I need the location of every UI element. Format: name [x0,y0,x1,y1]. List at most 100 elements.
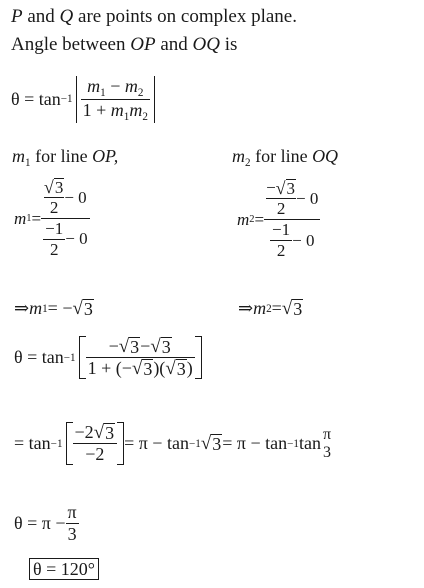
label-m1-m: m [12,146,25,166]
theta2-lhs: θ = tan [14,347,64,367]
theta2-den-a: 1 + (− [87,358,132,378]
theta2-bar [85,357,195,358]
r2-eq: = [271,298,282,318]
theta3-inv3: −1 [287,437,299,450]
theta2-inv: −1 [63,351,76,364]
m2-den-fraction: −1 2 [270,220,293,261]
den-m2: m [129,99,143,120]
theta3-num-sqrt-val: 3 [104,422,116,443]
sqrt-sign: √ [72,297,83,319]
m1-num-fraction: √3 2 [44,177,65,218]
theta3-inv2: −1 [188,437,201,450]
num-minus: − [105,76,125,96]
m1-den-den: 2 [49,239,59,259]
label-m2-line: OQ [312,146,339,166]
sqrt-sign: √ [44,177,54,197]
m2-numerator: −√3 2 − 0 [264,178,320,219]
r2-sqrt: √3 [281,297,304,319]
formula-fraction: m1 − m2 1 + m1m2 [80,76,150,123]
label-m1: m1 for line OP, [12,146,118,169]
formula-absolute: m1 − m2 1 + m1m2 [75,76,155,123]
den-m2-sub: 2 [142,110,148,123]
theta-substitution: θ = tan−1 −√3 − √3 1 + (−√3)(√3) [14,336,202,379]
m1calc-sub: 1 [26,213,32,225]
theta2-denominator: 1 + (−√3)(√3) [86,358,195,379]
sqrt-sign: √ [200,432,212,454]
m1-num-minus0: − 0 [64,187,87,207]
m1-num-sqrt: √3 [44,177,65,197]
theta3-sqrt: √3 [200,432,223,454]
m1-den-num: −1 [45,218,64,238]
intro-line2-is: is [219,34,238,55]
intro-line2-and: and [155,34,193,55]
den-m1-sub: 1 [123,110,130,123]
m1-den-fraction: −1 2 [43,218,66,260]
theta2-num-sqrt2: √3 [150,335,172,357]
num-m1-sub: 1 [100,86,106,99]
r2-sqrt-val: 3 [292,298,304,319]
sqrt-sign: √ [165,357,176,379]
theta4-three: 3 [67,524,77,544]
label-m2-m: m [232,146,245,166]
theta2-num-sqrt1: √3 [118,335,141,357]
label-m1-sub: 1 [25,156,31,169]
r1-sub: 1 [42,302,48,315]
theta2-den-sqrt2-val: 3 [175,358,187,379]
num-m2: m [124,76,138,96]
m2-num-sqrt-val: 3 [285,178,297,198]
sqrt-sign: √ [118,335,130,357]
theta3-three: 3 [323,443,331,461]
sqrt-sign: √ [93,421,105,443]
theta4-pi: π [67,502,77,522]
formula-numerator: m1 − m2 [85,76,145,99]
theta3-fraction: −2√3 −2 [72,421,118,465]
sqrt-sign: √ [150,335,161,357]
m1-big-bar [41,217,90,219]
theta2-den-c: ) [186,358,193,378]
theta2-bracket: −√3 − √3 1 + (−√3)(√3) [78,336,202,379]
m1-big-fraction: √3 2 − 0 −1 2 − 0 [41,177,90,260]
m2-denominator: −1 2 − 0 [268,220,316,261]
theta2-num-sqrt1-val: 3 [129,336,141,357]
label-m2-text: for line [250,146,313,166]
intro-rest: are points on complex plane. [73,6,297,27]
m1-den-minus0: − 0 [65,229,88,249]
formula-denominator: 1 + m1m2 [81,100,150,123]
label-m1-text: for line [30,146,93,166]
m1-num-den: 2 [49,197,59,217]
m2calc-sub: 2 [249,214,255,225]
theta2-numerator: −√3 − √3 [107,336,174,357]
m2-den-minus0: − 0 [292,230,315,250]
m1-num-sqrt-val: 3 [53,178,65,197]
m2-big-fraction: −√3 2 − 0 −1 2 − 0 [264,178,321,261]
r1-arrow: ⇒ [14,298,30,318]
m2-den-num: −1 [272,220,291,239]
theta2-den-sqrt1-val: 3 [142,358,154,379]
sqrt-sign: √ [281,297,293,319]
theta4-lhs: θ = π − [14,513,66,533]
sqrt-sign: √ [131,357,143,379]
r2-arrow: ⇒ [238,298,254,318]
intro-and: and [22,6,60,27]
theta3-eq2: = π − tan [222,433,288,453]
label-m2-sub: 2 [245,156,251,169]
intro-line-2: Angle between OP and OQ is [11,34,237,56]
theta3-num: −2 [74,422,94,442]
num-m2-sub: 2 [137,86,144,99]
theta3-den: −2 [85,444,105,464]
point-q: Q [59,6,74,27]
theta3-eq1: = π − tan [124,433,189,453]
theta3-sqrt-val: 3 [211,433,223,454]
theta3-tan: tan [298,433,321,453]
num-m1: m [87,76,101,96]
m2-num-neg: − [266,178,276,197]
label-m1-line: OP, [92,146,119,166]
theta2-den-b: )( [153,358,166,378]
r1-m: m [29,298,43,318]
r2-sub: 2 [266,302,272,315]
line-oq: OQ [192,34,220,55]
formula-inverse: −1 [60,93,73,106]
